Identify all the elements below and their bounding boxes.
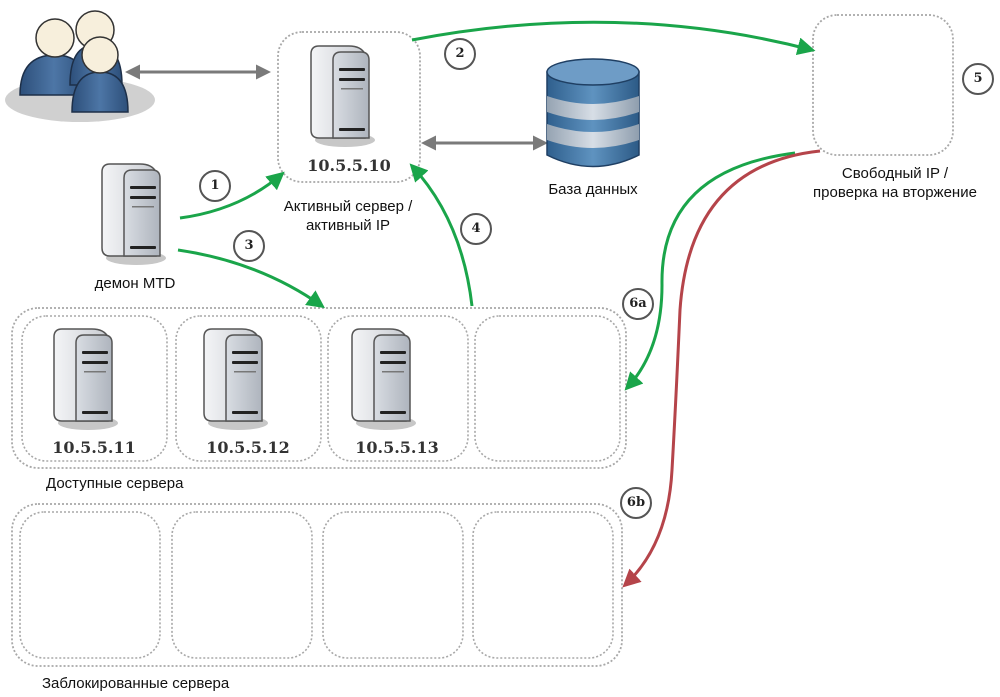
server-icon-11: [53, 328, 119, 431]
step-badge-6a: 6a: [622, 288, 654, 320]
blocked-slot: [322, 511, 464, 659]
users-group-icon: [5, 10, 155, 122]
step-badge-1: 1: [199, 170, 231, 202]
arrow-step-6b: [622, 149, 821, 588]
server-icon-12: [203, 328, 269, 431]
step-badge-2: 2: [444, 38, 476, 70]
mtd-daemon-icon: [101, 163, 167, 266]
available-slot: [175, 315, 322, 462]
step-badge-3: 3: [233, 230, 265, 262]
arrow-step-4: [409, 163, 474, 307]
step-badge-4: 4: [460, 213, 492, 245]
available-servers-label: Доступные сервера: [46, 475, 184, 492]
arrow-step-2: [411, 20, 816, 56]
step-badge-5: 5: [962, 63, 994, 95]
blocked-servers-group: [11, 503, 623, 667]
free-ip-label: Свободный IP / проверка на вторжение: [790, 164, 1000, 202]
server-icon-13: [351, 328, 417, 431]
free-ip-box: [812, 14, 954, 156]
available-slot: [21, 315, 168, 462]
available-slot: [327, 315, 469, 462]
server-ip-13: 10.5.5.13: [355, 438, 439, 457]
step-badge-6b: 6b: [620, 487, 652, 519]
blocked-slot: [472, 511, 614, 659]
active-server-label: Активный сервер / активный IP: [248, 197, 448, 235]
available-slot-empty: [474, 315, 621, 462]
blocked-slot: [171, 511, 313, 659]
arrow-step-1: [179, 171, 285, 220]
arrow-step-6a: [624, 151, 796, 391]
active-server-label-line2: активный IP: [305, 217, 391, 234]
database-label: База данных: [548, 181, 638, 198]
server-ip-11: 10.5.5.11: [52, 438, 136, 457]
active-server-ip: 10.5.5.10: [307, 156, 391, 175]
server-ip-12: 10.5.5.12: [206, 438, 290, 457]
database-icon: [546, 58, 640, 168]
arrow-step-3: [177, 248, 325, 309]
mtd-daemon-label: демон MTD: [94, 275, 176, 292]
active-server-label-line1: Активный сервер /: [283, 198, 413, 215]
active-server-box: [277, 31, 421, 183]
free-ip-label-line1: Свободный IP /: [841, 165, 949, 182]
free-ip-label-line2: проверка на вторжение: [813, 184, 977, 201]
active-server-icon: [310, 45, 376, 148]
blocked-servers-label: Заблокированные сервера: [42, 675, 230, 692]
blocked-slot: [19, 511, 161, 659]
